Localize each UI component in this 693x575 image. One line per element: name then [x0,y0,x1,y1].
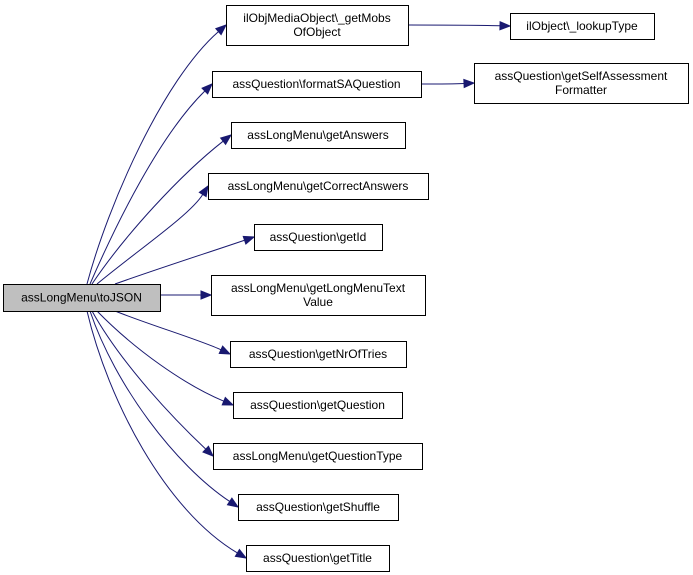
node-label: assQuestion\getId [270,230,367,244]
arrowhead-getId [242,235,256,245]
node-box [230,341,407,368]
edge-toJSON-to-getId [114,239,245,285]
edge-toJSON-to-formatSAQuestion [89,90,206,285]
edge-toJSON-to-getCorrectAnswers [96,194,204,285]
arrowhead-getShuffle [226,497,240,508]
node-getId[interactable]: assQuestion\getId [254,224,383,251]
node-box [3,284,161,312]
edge-toJSON-to-getAnswers [91,140,224,285]
node-getQuestionType[interactable]: assLongMenu\getQuestionType [213,443,423,470]
node-label: assLongMenu\getCorrectAnswers [228,179,409,193]
edge-getMobsOfObject-to-lookupType [407,24,501,27]
node-toJSON[interactable]: assLongMenu\toJSON [3,284,161,312]
node-label: assQuestion\getSelfAssessment [495,69,668,83]
node-label: ilObject\_lookupType [526,19,638,33]
node-box [231,122,406,149]
node-label: assQuestion\getShuffle [256,500,380,514]
edge-toJSON-to-getMobsOfObject [86,31,219,285]
node-label: assQuestion\getTitle [263,551,372,565]
node-box [254,224,383,251]
node-box [246,545,390,572]
edge-formatSAQuestion-to-getSelfAssessmentFormatter [420,82,465,85]
node-label: assLongMenu\getAnswers [247,128,388,142]
arrowhead-getAnswers [219,134,233,146]
node-label: OfObject [293,25,341,39]
node-box [226,5,409,46]
arrowhead-lookupType [499,21,512,31]
arrowhead-getMobsOfObject [214,24,228,36]
node-label: assLongMenu\toJSON [21,291,142,305]
node-box [510,13,655,40]
node-box [212,71,422,98]
node-getTitle[interactable]: assQuestion\getTitle [246,545,390,572]
node-label: assLongMenu\getQuestionType [233,449,403,463]
edge-toJSON-to-getQuestion [96,310,224,402]
arrowhead-getQuestionType [202,445,214,457]
node-getAnswers[interactable]: assLongMenu\getAnswers [231,122,406,149]
node-box [233,392,403,419]
arrowhead-getTitle [234,548,248,559]
arrowhead-getSelfAssessmentFormatter [463,78,476,89]
node-getCorrectAnswers[interactable]: assLongMenu\getCorrectAnswers [208,173,429,200]
node-label: ilObjMediaObject\_getMobs [243,11,390,25]
node-box [211,275,426,316]
edge-toJSON-to-getQuestionType [91,310,207,450]
arrowhead-formatSAQuestion [201,83,213,95]
edge-toJSON-to-getNrOfTries [114,310,222,351]
node-lookupType[interactable]: ilObject\_lookupType [510,13,655,40]
nodes-layer: assLongMenu\toJSON ilObjMediaObject\_getM… [3,5,689,572]
node-label: Value [303,295,333,309]
node-getNrOfTries[interactable]: assQuestion\getNrOfTries [230,341,407,368]
arrowhead-getQuestion [221,396,235,406]
edge-toJSON-to-getShuffle [89,310,230,502]
node-box [474,63,689,104]
node-label: assQuestion\getNrOfTries [249,347,387,361]
node-box [238,494,399,521]
node-label: assQuestion\formatSAQuestion [232,77,400,91]
edges-layer [86,21,512,559]
edge-toJSON-to-getTitle [86,310,238,554]
arrowhead-getLongMenuTextValue [200,290,213,300]
node-box [208,173,429,200]
arrowhead-getNrOfTries [218,345,232,355]
node-label: assQuestion\getQuestion [250,398,385,412]
arrowhead-getCorrectAnswers [198,184,209,198]
node-box [213,443,423,470]
node-label: Formatter [555,83,607,97]
node-formatSAQuestion[interactable]: assQuestion\formatSAQuestion [212,71,422,98]
node-getQuestion[interactable]: assQuestion\getQuestion [233,392,403,419]
node-label: assLongMenu\getLongMenuText [231,281,406,295]
node-getShuffle[interactable]: assQuestion\getShuffle [238,494,399,521]
